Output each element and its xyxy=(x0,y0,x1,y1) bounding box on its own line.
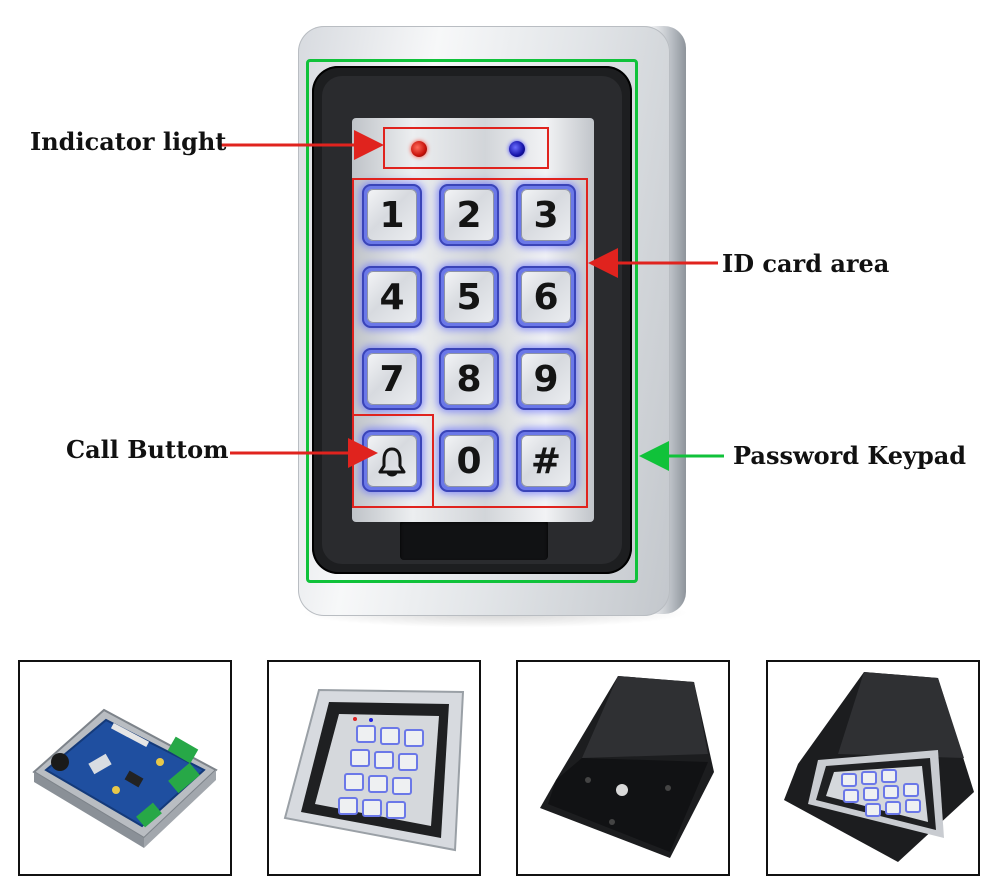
key-5-label: 5 xyxy=(444,271,494,323)
key-3-label: 3 xyxy=(521,189,571,241)
key-1[interactable]: 1 xyxy=(362,184,422,246)
keypad-with-cover-image xyxy=(784,672,974,862)
indicator-light-label: Indicator light xyxy=(30,127,227,156)
indicator-light-outline xyxy=(383,127,549,169)
keypad-device-image xyxy=(283,688,465,852)
call-button-outline xyxy=(352,414,434,508)
key-7[interactable]: 7 xyxy=(362,348,422,410)
key-6[interactable]: 6 xyxy=(516,266,576,328)
blue-indicator-led xyxy=(509,141,525,157)
thumbnail-keypad-device[interactable] xyxy=(267,660,481,876)
call-button-label: Call Buttom xyxy=(66,435,229,464)
id-card-area-label: ID card area xyxy=(722,249,890,278)
circuit-board-image xyxy=(32,708,218,848)
thumbnail-keypad-with-cover[interactable] xyxy=(766,660,980,876)
key-0[interactable]: 0 xyxy=(439,430,499,492)
thumbnail-circuit-board[interactable] xyxy=(18,660,232,876)
key-4[interactable]: 4 xyxy=(362,266,422,328)
key-4-label: 4 xyxy=(367,271,417,323)
key-9[interactable]: 9 xyxy=(516,348,576,410)
id-card-area-outline xyxy=(352,178,588,508)
rain-cover-image xyxy=(540,676,714,858)
key-9-label: 9 xyxy=(521,353,571,405)
password-keypad-outline xyxy=(306,59,638,583)
key-5[interactable]: 5 xyxy=(439,266,499,328)
key-7-label: 7 xyxy=(367,353,417,405)
key-2-label: 2 xyxy=(444,189,494,241)
key-2[interactable]: 2 xyxy=(439,184,499,246)
key-hash[interactable]: # xyxy=(516,430,576,492)
key-3[interactable]: 3 xyxy=(516,184,576,246)
device-bezel-lip xyxy=(400,520,548,560)
key-6-label: 6 xyxy=(521,271,571,323)
red-indicator-led xyxy=(411,141,427,157)
thumbnail-rain-cover[interactable] xyxy=(516,660,730,876)
key-hash-label: # xyxy=(521,435,571,487)
key-8[interactable]: 8 xyxy=(439,348,499,410)
key-1-label: 1 xyxy=(367,189,417,241)
key-8-label: 8 xyxy=(444,353,494,405)
password-keypad-label: Password Keypad xyxy=(733,441,967,470)
id-card-area-outline-lower xyxy=(432,414,588,508)
key-0-label: 0 xyxy=(444,435,494,487)
